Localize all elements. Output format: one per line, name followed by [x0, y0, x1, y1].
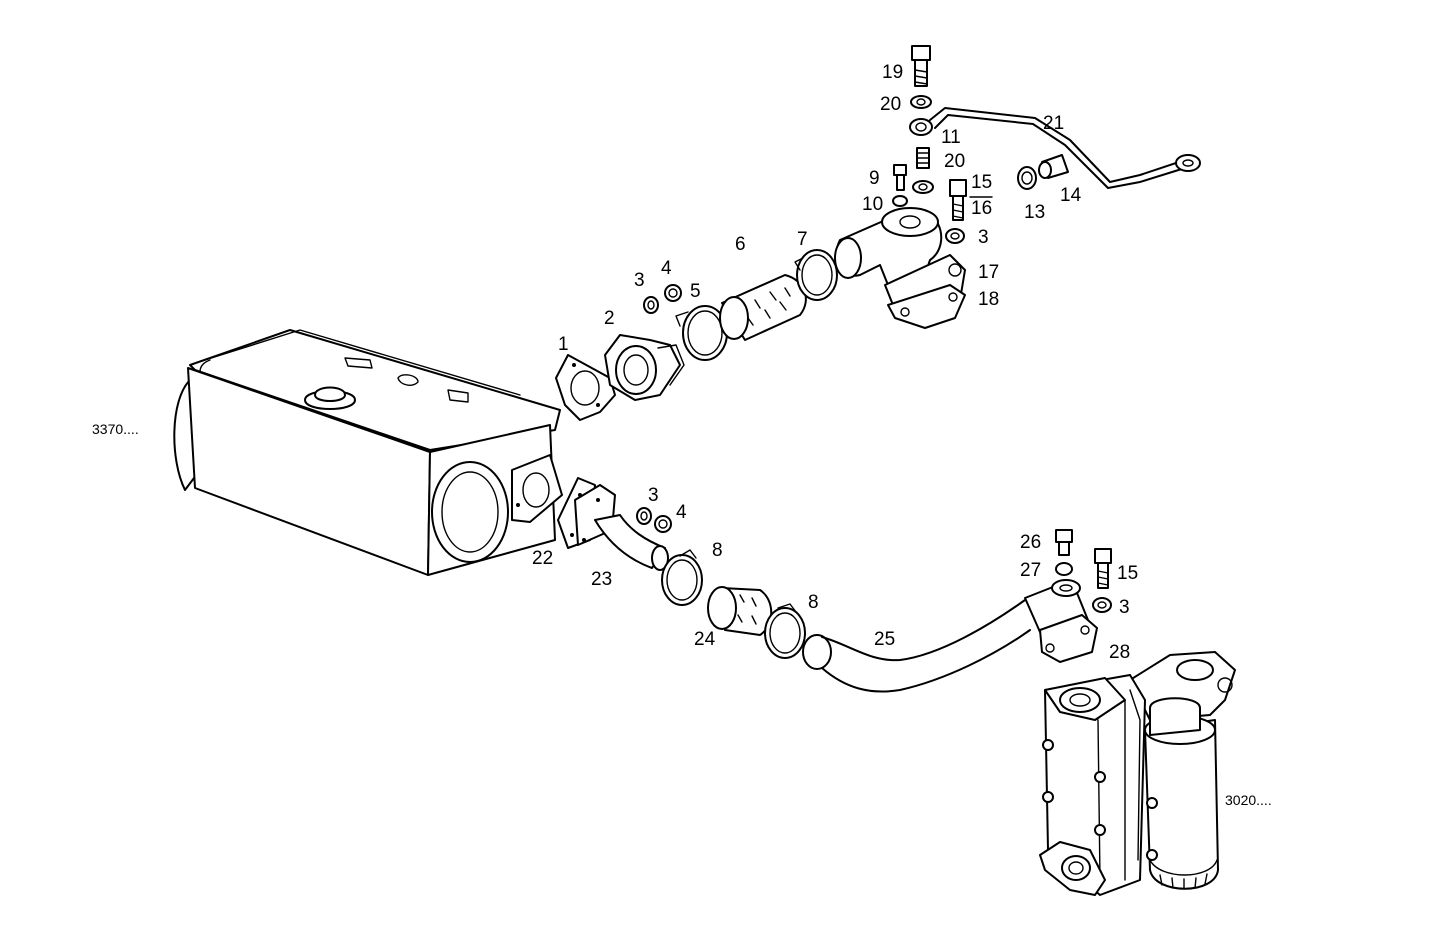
part-label-11: 11	[941, 127, 961, 148]
hose-6	[719, 274, 807, 341]
clamp-7	[794, 249, 838, 301]
elbow-housing-17	[834, 207, 966, 321]
clamp-8-a	[661, 549, 703, 606]
gasket-18	[887, 284, 966, 329]
part-label-23: 23	[591, 569, 612, 590]
part-label-3-elbow: 3	[978, 227, 989, 248]
pipe-21	[929, 107, 1201, 189]
part-label-20-mid: 20	[944, 151, 965, 172]
part-label-6: 6	[735, 234, 746, 255]
clamp-5	[675, 305, 728, 361]
flange-2	[604, 334, 685, 401]
washer-3-lower-right	[1092, 597, 1112, 613]
banjo-bolt-11	[909, 118, 933, 169]
part-label-9: 9	[869, 168, 880, 189]
radiator-assembly	[173, 329, 563, 576]
part-label-3-lower-right: 3	[1119, 597, 1130, 618]
part-label-16: 16	[971, 198, 992, 219]
nut-4-upper	[664, 284, 682, 302]
labels: 3370.... 3020.... 1 2 3 4 5 6 7 3 17 18 …	[92, 62, 1272, 808]
part-label-20-upper: 20	[880, 94, 901, 115]
washer-3-elbow	[945, 228, 965, 244]
part-label-17: 17	[978, 262, 999, 283]
part-label-7: 7	[797, 229, 808, 250]
part-label-8-b: 8	[808, 592, 819, 613]
washer-10	[892, 195, 908, 207]
hose-24	[707, 586, 773, 636]
filter-housing-assembly	[1039, 651, 1236, 896]
nut-4-lower	[654, 515, 672, 533]
part-label-4-upper: 4	[661, 258, 672, 279]
bolt-15-16	[949, 179, 967, 221]
part-label-5: 5	[690, 281, 701, 302]
fitting-14	[1038, 154, 1069, 179]
washer-3-upper	[643, 296, 659, 314]
part-label-21: 21	[1043, 113, 1064, 134]
clamp-8-b	[764, 603, 806, 659]
part-label-8-a: 8	[712, 540, 723, 561]
part-label-3-upper: 3	[634, 270, 645, 291]
part-label-28: 28	[1109, 642, 1130, 663]
bolt-9	[893, 164, 907, 191]
washer-20-upper	[910, 95, 932, 109]
part-label-2: 2	[604, 308, 615, 329]
part-label-13: 13	[1024, 202, 1045, 223]
part-label-1: 1	[558, 334, 569, 355]
part-label-27: 27	[1020, 560, 1041, 581]
part-label-14: 14	[1060, 185, 1082, 206]
part-label-3-lower: 3	[648, 485, 659, 506]
radiator-reference-label: 3370....	[92, 421, 139, 437]
washer-20-mid	[912, 180, 934, 194]
bolt-26	[1055, 529, 1073, 556]
washer-27	[1055, 562, 1073, 576]
bolt-15-lower	[1094, 548, 1112, 589]
part-label-18: 18	[978, 289, 999, 310]
part-label-19: 19	[882, 62, 903, 83]
part-label-24: 24	[694, 629, 716, 650]
part-label-26: 26	[1020, 532, 1041, 553]
washer-3-lower	[636, 507, 652, 525]
part-label-25: 25	[874, 629, 895, 650]
part-label-4-lower: 4	[676, 502, 687, 523]
elbow-pipe-23	[574, 484, 669, 571]
part-label-22: 22	[532, 548, 553, 569]
bolt-19	[911, 45, 931, 87]
filter-reference-label: 3020....	[1225, 792, 1272, 808]
gasket-28	[1039, 614, 1098, 663]
washer-13	[1017, 166, 1037, 190]
gasket-1	[555, 354, 616, 421]
part-label-10: 10	[862, 194, 883, 215]
part-label-15-upper: 15	[971, 172, 992, 193]
part-label-15-lower: 15	[1117, 563, 1138, 584]
